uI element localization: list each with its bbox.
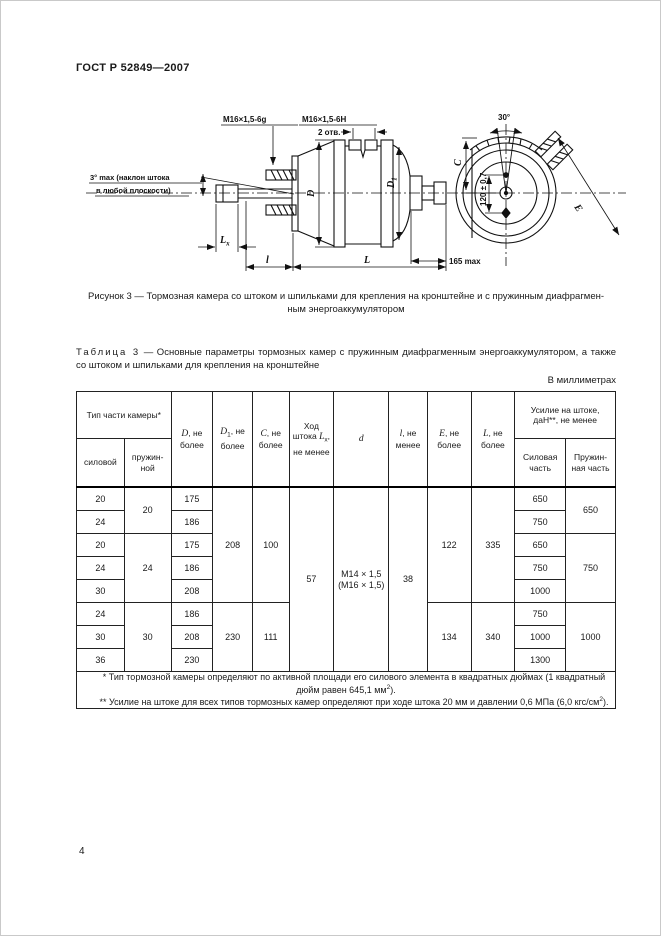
- col-header-rod-force: Усилие на штоке, даН**, не менее: [514, 391, 616, 439]
- footnotes-row: * Тип тормозной камеры определяют по акт…: [76, 671, 616, 709]
- cell-D1-0: 208: [212, 486, 253, 603]
- end-view-dimensions: [462, 128, 620, 236]
- table-row: 24 30 186 230 111 134 340 750 1000: [76, 602, 616, 672]
- col-header-force-spring: Пружин-ная часть: [565, 438, 616, 488]
- cell-power-7: 36: [76, 648, 125, 672]
- figure-caption: Рисунок 3 — Тормозная камера со штоком и…: [76, 290, 616, 316]
- cell-power-3: 24: [76, 556, 125, 580]
- cell-power-0: 20: [76, 486, 125, 511]
- table-row: 24 186 750: [76, 510, 616, 534]
- col-header-d: d: [333, 391, 390, 488]
- col-header-force-power: Силовая часть: [514, 438, 567, 488]
- dim-label-D1: D1: [386, 177, 399, 189]
- brake-chamber-drawing: М16×1,5-6g М16×1,5-6Н 2 отв. 3° max (нак…: [86, 113, 626, 271]
- cell-C-0: 100: [251, 486, 290, 603]
- cell-power-6: 30: [76, 625, 125, 649]
- cell-l: 38: [388, 486, 428, 672]
- cell-forcep-1: 750: [514, 510, 567, 534]
- cell-E-0: 122: [426, 486, 472, 603]
- table-number: Таблица 3: [76, 347, 141, 358]
- cell-forcep-0: 650: [514, 486, 567, 511]
- cell-forcep-5: 750: [514, 602, 567, 626]
- dim-label-30deg: 30°: [498, 113, 510, 122]
- table-title: Таблица 3 — Основные параметры тормозных…: [76, 347, 616, 372]
- standard-number: ГОСТ Р 52849—2007: [76, 62, 190, 74]
- parameters-table: Тип части камеры* D, не более D1, не бол…: [76, 391, 616, 709]
- cell-forces-2: 750: [565, 533, 616, 603]
- table-row: 30 208 1000: [76, 625, 616, 649]
- thread-label-left: М16×1,5-6g: [223, 115, 266, 124]
- cell-E-5: 134: [426, 602, 472, 672]
- cell-D-7: 230: [170, 648, 214, 672]
- cell-forcep-7: 1300: [514, 648, 567, 672]
- col-header-L: L, не более: [470, 391, 516, 488]
- col-header-l: l, не менее: [388, 391, 428, 488]
- table-row: 36 230 1300: [76, 648, 616, 672]
- cell-forces-5: 1000: [565, 602, 616, 672]
- dim-label-C: C: [453, 159, 464, 166]
- figure-caption-line1: Рисунок 3 — Тормозная камера со штоком и…: [87, 291, 605, 302]
- side-view: [200, 139, 447, 248]
- cell-spring-5: 30: [123, 602, 172, 672]
- cell-L-0: 335: [470, 486, 516, 603]
- dim-label-E: E: [571, 202, 585, 215]
- thread-label-right: М16×1,5-6Н: [302, 115, 346, 124]
- table-row: 24 186 750: [76, 556, 616, 580]
- col-header-E: E, не более: [426, 391, 472, 488]
- col-header-D1: D1, не более: [212, 391, 253, 488]
- cell-power-2: 20: [76, 533, 125, 557]
- footnote-1: * Тип тормозной камеры определяют по акт…: [102, 672, 606, 695]
- table-units-note: В миллиметрах: [547, 375, 616, 386]
- incline-note-line2: в любой плоскости): [96, 186, 171, 195]
- footnote-2: ** Усилие на штоке для всех типов тормоз…: [99, 696, 609, 707]
- col-header-chamber-type: Тип части камеры*: [76, 391, 172, 439]
- figure-3-drawing: М16×1,5-6g М16×1,5-6Н 2 отв. 3° max (нак…: [86, 104, 634, 284]
- dim-label-120: 120 ± 0,7: [479, 172, 488, 206]
- cell-power-5: 24: [76, 602, 125, 626]
- cell-thread-d: М14 × 1,5(М16 × 1,5): [333, 486, 390, 672]
- cell-D-5: 186: [170, 602, 214, 626]
- table-row: 20 20 175 208 100 57 М14 × 1,5(М16 × 1,5…: [76, 486, 616, 672]
- incline-note-line1: 3° max (наклон штока: [90, 173, 170, 182]
- cell-forces-0: 650: [565, 486, 616, 534]
- cell-C-5: 111: [251, 602, 290, 672]
- cell-D-1: 186: [170, 510, 214, 534]
- cell-forcep-4: 1000: [514, 579, 567, 603]
- dim-label-D: D: [306, 190, 317, 198]
- cell-spring-2: 24: [123, 533, 172, 603]
- dim-label-stroke: Lx: [219, 235, 230, 248]
- cell-D-0: 175: [170, 486, 214, 511]
- cell-L-5: 340: [470, 602, 516, 672]
- holes-note: 2 отв.: [318, 128, 340, 137]
- cell-D-4: 208: [170, 579, 214, 603]
- col-header-stroke: Ход штока Lx, не менее: [288, 391, 335, 488]
- figure-caption-line2: ным энергоаккумулятором: [287, 304, 405, 315]
- cell-D1-5: 230: [212, 602, 253, 672]
- cell-forcep-2: 650: [514, 533, 567, 557]
- cell-power-4: 30: [76, 579, 125, 603]
- end-view: [455, 127, 574, 244]
- centerlines: [86, 124, 626, 266]
- cell-forcep-3: 750: [514, 556, 567, 580]
- table-footnotes: * Тип тормозной камеры определяют по акт…: [76, 671, 616, 709]
- side-view-dimensions: [89, 124, 447, 271]
- cell-stroke: 57: [288, 486, 335, 672]
- cell-D-6: 208: [170, 625, 214, 649]
- table-title-text: — Основные параметры тормозных камер с п…: [76, 347, 616, 371]
- cell-D-3: 186: [170, 556, 214, 580]
- col-header-C: C, не более: [251, 391, 290, 488]
- col-header-power-part: силовой: [76, 438, 125, 488]
- dim-label-L: L: [363, 255, 370, 266]
- dim-label-l: l: [266, 255, 269, 266]
- cell-power-1: 24: [76, 510, 125, 534]
- dim-label-165max: 165 max: [449, 257, 481, 266]
- cell-forcep-6: 1000: [514, 625, 567, 649]
- col-header-spring-part: пружин-ной: [123, 438, 172, 488]
- cell-D-2: 175: [170, 533, 214, 557]
- col-header-D: D, не более: [170, 391, 214, 488]
- page-number: 4: [79, 846, 85, 857]
- cell-spring-0: 20: [123, 486, 172, 534]
